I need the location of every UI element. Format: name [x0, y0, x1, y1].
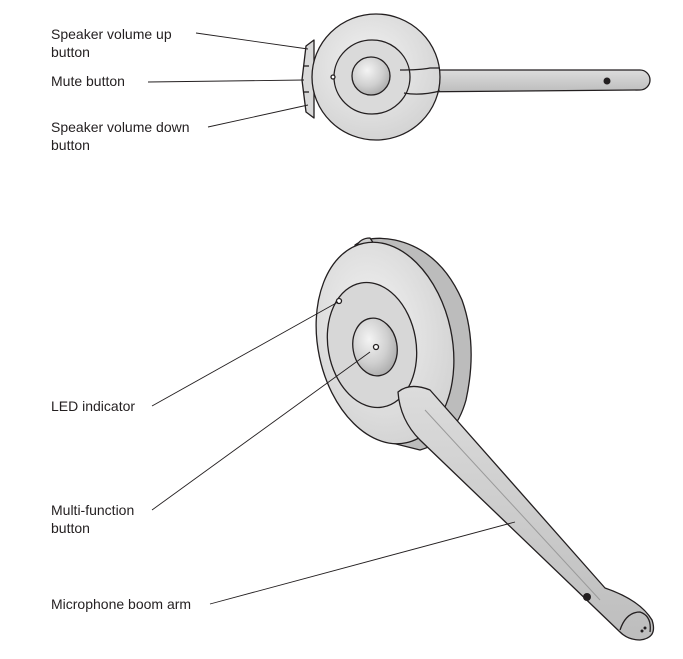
leader-boom: [209, 521, 516, 605]
label-multi-function-button: Multi-function button: [51, 501, 134, 537]
label-line: button: [51, 520, 90, 536]
leader-vol-up: [195, 32, 309, 50]
label-line: button: [51, 137, 90, 153]
label-speaker-volume-down: Speaker volume down button: [51, 118, 190, 154]
label-mute-button: Mute button: [51, 72, 125, 90]
label-line: button: [51, 44, 90, 60]
label-line: Microphone boom arm: [51, 596, 192, 612]
label-line: Speaker volume up: [51, 26, 172, 42]
label-speaker-volume-up: Speaker volume up button: [51, 25, 172, 61]
top-multifunction-button: [351, 56, 391, 96]
mic-dot: [583, 593, 591, 601]
boom-arm: [397, 385, 655, 641]
label-line: Mute button: [51, 73, 125, 89]
leader-mfb: [151, 351, 371, 511]
leader-vol-down: [207, 104, 309, 128]
led-dot: [372, 343, 380, 351]
label-led-indicator: LED indicator: [51, 397, 135, 415]
headset-top-view: [301, 13, 651, 141]
label-line: Speaker volume down: [51, 119, 190, 135]
leader-lines: [147, 32, 516, 605]
top-mic-dot: [603, 77, 611, 85]
side-button-strip: [301, 39, 315, 119]
label-microphone-boom-arm: Microphone boom arm: [51, 595, 191, 613]
label-line: LED indicator: [51, 398, 136, 414]
headset-perspective-view: [315, 237, 655, 641]
label-line: Multi-function: [51, 502, 135, 518]
leader-led: [151, 301, 339, 407]
leader-mute: [147, 79, 305, 83]
top-boom-arm: [399, 69, 651, 93]
